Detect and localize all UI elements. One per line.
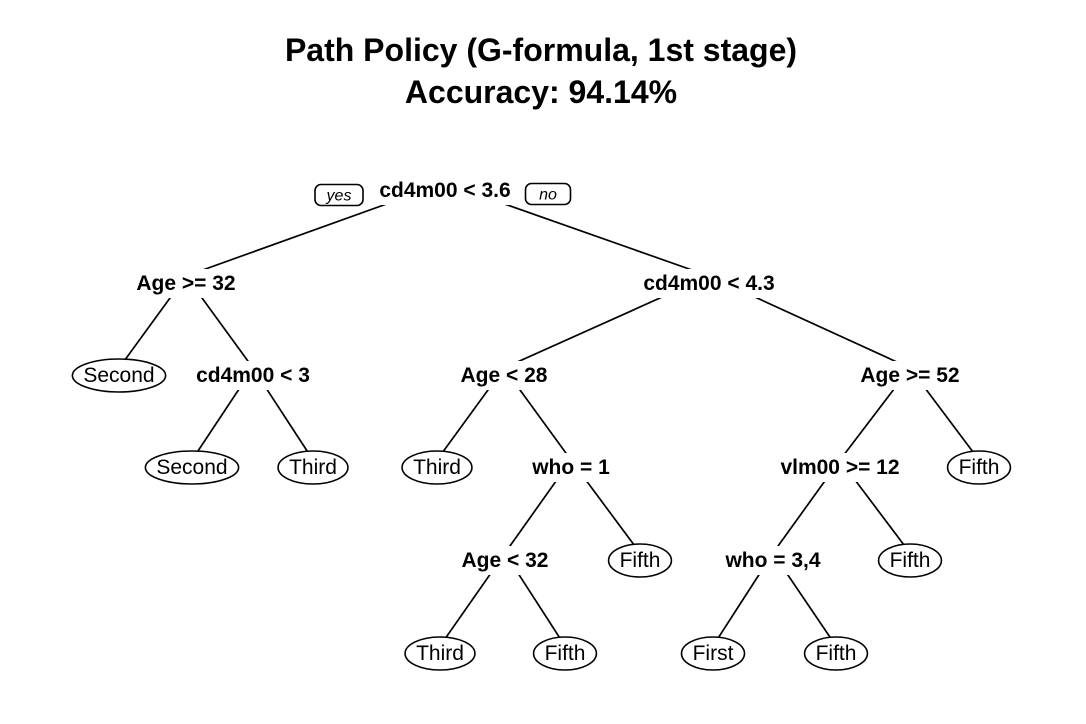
leaf-node-label: Fifth [890, 549, 931, 572]
leaf-node-ellipse [277, 450, 349, 485]
split-node-label: vlm00 >= 12 [780, 456, 899, 479]
plot-title: Path Policy (G-formula, 1st stage) [285, 32, 797, 68]
leaf-node-ellipse [401, 450, 473, 485]
leaf-node-label: Second [156, 456, 227, 479]
split-node-background [456, 546, 554, 575]
split-node-label: cd4m00 < 3 [196, 364, 310, 387]
split-node-background [526, 453, 616, 482]
branch-tags-layer: yes no [314, 182, 572, 207]
plot-subtitle: Accuracy: 94.14% [405, 74, 677, 110]
split-node-background [638, 269, 780, 298]
split-node-label: cd4m00 < 4.3 [643, 272, 774, 295]
leaf-node-ellipse [877, 543, 943, 578]
split-node-label: Age >= 52 [860, 364, 959, 387]
leaf-node-label: Fifth [959, 456, 1000, 479]
no-branch-label: no [539, 187, 557, 204]
leaf-node-ellipse [532, 636, 598, 671]
leaf-node-ellipse [71, 358, 167, 393]
edges-layer [118, 182, 980, 647]
leaf-node-label: First [693, 642, 734, 665]
leaf-node-ellipse [144, 450, 240, 485]
leaf-node-ellipse [803, 636, 869, 671]
leaf-node-label: Third [413, 456, 461, 479]
split-node-label: Age < 28 [461, 364, 548, 387]
split-node-background [131, 269, 241, 298]
leaf-node-label: Fifth [816, 642, 857, 665]
split-node-label: Age >= 32 [136, 272, 235, 295]
split-node-background [191, 361, 315, 390]
split-node-background [775, 453, 905, 482]
split-node-label: who = 3,4 [724, 549, 820, 572]
no-branch-box [524, 182, 572, 206]
leaf-node-label: Third [416, 642, 464, 665]
leaf-node-ellipse [946, 450, 1012, 485]
leaf-node-label: Third [289, 456, 337, 479]
yes-branch-box [314, 183, 364, 207]
split-node-background [374, 176, 516, 205]
split-node-label: Age < 32 [462, 549, 549, 572]
leaf-node-ellipse [607, 543, 673, 578]
leaf-node-label: Fifth [545, 642, 586, 665]
split-node-background [455, 361, 553, 390]
leaf-node-ellipse [680, 636, 746, 671]
leaf-node-ellipse [404, 636, 476, 671]
leaf-node-label: Second [83, 364, 154, 387]
yes-branch-label: yes [326, 188, 352, 205]
split-node-background [855, 361, 965, 390]
split-node-label: cd4m00 < 3.6 [379, 179, 510, 202]
split-node-label: who = 1 [531, 456, 610, 479]
leaf-node-label: Fifth [620, 549, 661, 572]
split-node-background [719, 546, 826, 575]
